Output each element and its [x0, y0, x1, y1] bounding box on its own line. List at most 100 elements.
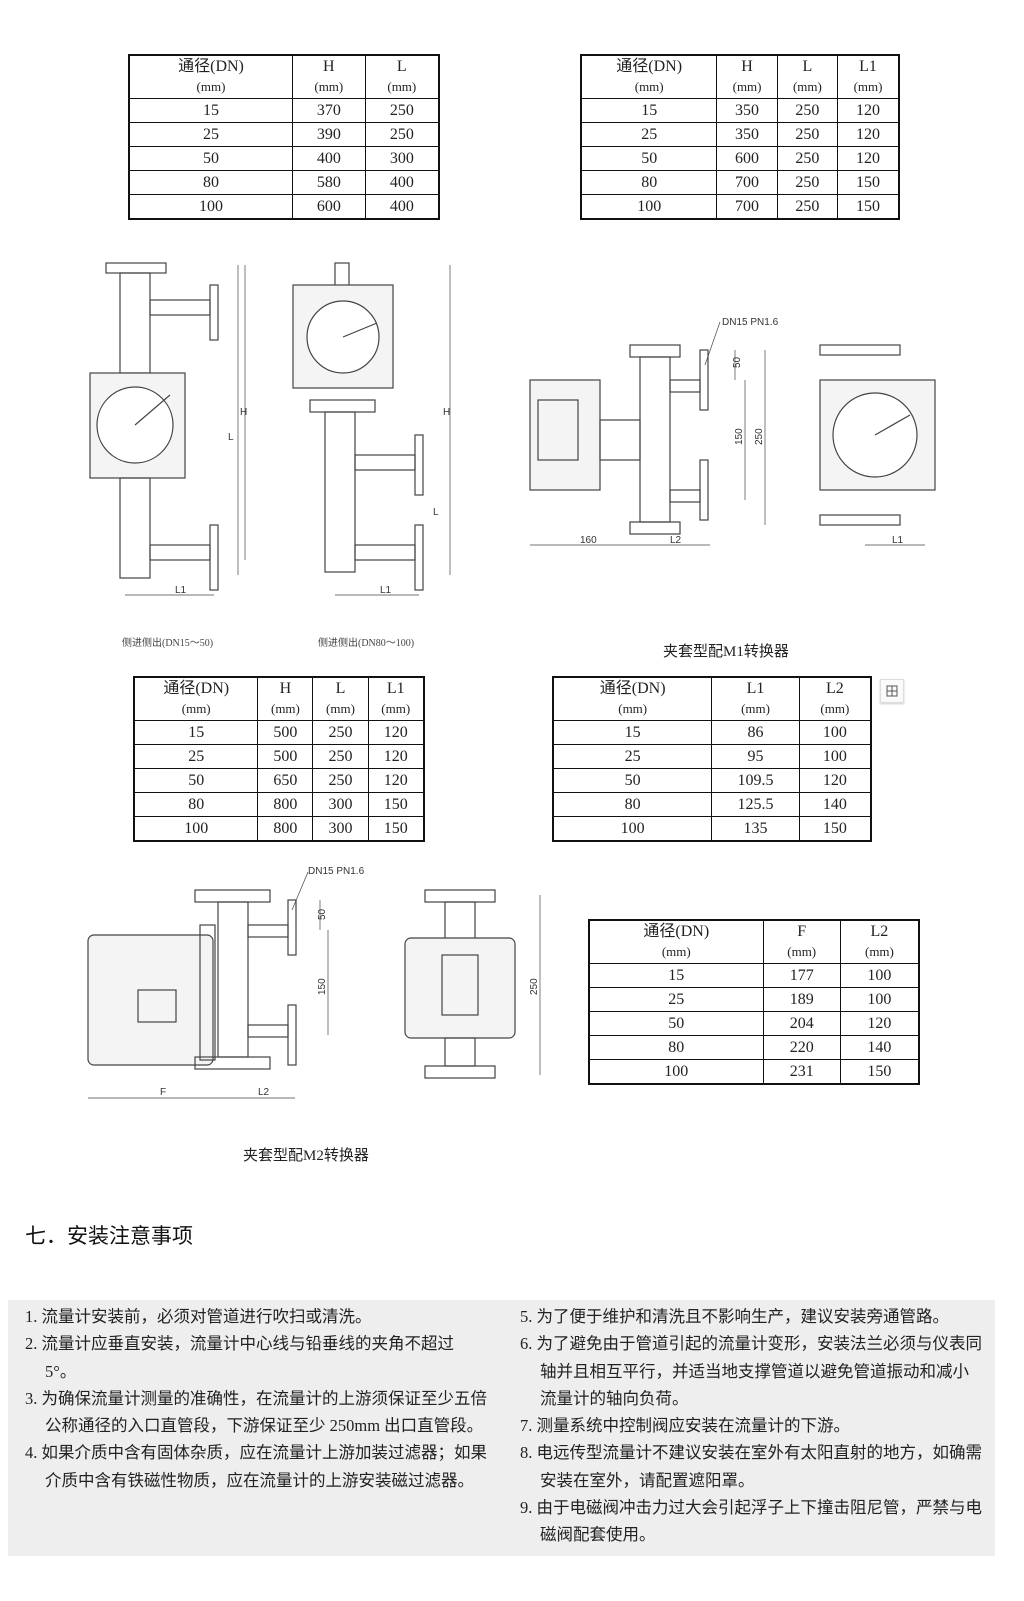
header-label: L2	[825, 680, 844, 697]
header-unit: (mm)	[270, 701, 300, 716]
table-cell: 580	[292, 170, 366, 195]
caption-m1: 夹套型配M1转换器	[663, 644, 789, 660]
header-unit: (mm)	[864, 944, 894, 959]
table-cell: 350	[716, 122, 778, 147]
table-cell: 250	[776, 122, 839, 147]
table-cell: 15	[552, 720, 713, 745]
header-label: 通径(DN)	[643, 923, 710, 940]
table-cell: 109.5	[711, 768, 800, 793]
table-cell: 650	[257, 768, 314, 793]
table-cell: 86	[711, 720, 800, 745]
drawing-m1: DN15 PN1.6 50 150 250 160 L2 L1	[529, 317, 936, 546]
table-cell: 120	[837, 146, 900, 171]
table-cell: 120	[367, 720, 425, 745]
column-header: H(mm)	[716, 54, 778, 99]
header-label: L1	[386, 680, 405, 697]
table-cell: 700	[716, 170, 778, 195]
header-unit: (mm)	[618, 701, 648, 716]
table-cell: 15	[133, 720, 259, 745]
column-header: L2(mm)	[798, 676, 872, 721]
table-cell: 150	[839, 1059, 920, 1085]
note-item: 5. 为了便于维护和清洗且不影响生产，建议安装旁通管路。	[520, 1307, 949, 1326]
header-label: L1	[859, 58, 877, 75]
table-cell: 150	[837, 194, 900, 220]
drawing-m2: DN15 PN1.6 50 150 250 F L2	[87, 866, 541, 1099]
table-cell: 250	[312, 720, 369, 745]
table-cell: 100	[580, 194, 718, 220]
table-cell: 25	[588, 987, 764, 1012]
table-cell: 250	[776, 194, 839, 220]
header-unit: (mm)	[326, 701, 355, 716]
table-cell: 100	[839, 987, 920, 1012]
column-header: H(mm)	[257, 676, 314, 721]
table-cell: 400	[364, 170, 440, 195]
table-cell: 100	[798, 720, 872, 745]
table-cell: 300	[364, 146, 440, 171]
dim-dn: DN15 PN1.6	[722, 317, 779, 328]
dim-l2: L2	[670, 535, 682, 546]
section-heading: 七．安装注意事项	[25, 1224, 193, 1248]
notes-left-column: 1. 流量计安装前，必须对管道进行吹扫或清洗。2. 流量计应垂直安装，流量计中心…	[25, 1303, 487, 1494]
table-cell: 100	[588, 1059, 764, 1085]
header-unit: (mm)	[787, 944, 817, 959]
table-cell: 25	[580, 122, 718, 147]
table-cell: 25	[552, 744, 713, 769]
dim-50: 50	[317, 908, 328, 920]
table-header-row: 通径(DN)(mm)H(mm)L(mm)L1(mm)	[580, 54, 900, 99]
table-cell: 800	[257, 816, 314, 842]
table-header-row: 通径(DN)(mm)H(mm)L(mm)	[128, 54, 440, 99]
table-cell: 250	[776, 98, 839, 123]
column-header: L2 (mm)	[839, 919, 920, 964]
table-cell: 50	[133, 768, 259, 793]
dim-l: L	[228, 432, 234, 443]
header-label: 通径(DN)	[178, 58, 244, 75]
table-cell: 15	[580, 98, 718, 123]
table-cell: 150	[837, 170, 900, 195]
table-cell: 250	[364, 98, 440, 123]
dim-250: 250	[754, 428, 765, 445]
table-cell: 800	[257, 792, 314, 817]
table-cell: 50	[552, 768, 713, 793]
header-unit: (mm)	[741, 701, 770, 716]
table-header-row: 通径(DN)(mm)L1(mm)L2(mm)	[552, 676, 872, 721]
table-cell: 231	[762, 1059, 841, 1085]
table-cell: 140	[798, 792, 872, 817]
notes-right-column: 5. 为了便于维护和清洗且不影响生产，建议安装旁通管路。6. 为了避免由于管道引…	[520, 1303, 982, 1549]
dim-250: 250	[529, 978, 540, 995]
table-cell: 100	[798, 744, 872, 769]
header-label: H	[741, 58, 753, 75]
table-cell: 80	[128, 170, 293, 195]
table-cell: 189	[762, 987, 841, 1012]
column-header: 通径(DN) (mm)	[588, 919, 764, 964]
dim-h: H	[443, 407, 450, 418]
note-item: 2. 流量计应垂直安装，流量计中心线与铅垂线的夹角不超过 5°。	[25, 1334, 454, 1381]
dim-50: 50	[732, 356, 743, 368]
header-unit: (mm)	[387, 79, 417, 94]
dim-150: 150	[317, 978, 328, 995]
table-cell: 125.5	[711, 792, 800, 817]
table-cell: 600	[716, 146, 778, 171]
table-cell: 150	[367, 816, 425, 842]
table-cell: 100	[839, 963, 920, 988]
header-unit: (mm)	[853, 79, 883, 94]
table-cell: 15	[588, 963, 764, 988]
column-header: 通径(DN)(mm)	[580, 54, 718, 99]
header-label: L2	[870, 923, 889, 940]
dim-l: L	[433, 507, 439, 518]
table-cell: 204	[762, 1011, 841, 1036]
table-cell: 50	[580, 146, 718, 171]
scan-icon[interactable]	[880, 679, 904, 703]
table-cell: 700	[716, 194, 778, 220]
header-unit: (mm)	[661, 944, 691, 959]
header-label: 通径(DN)	[163, 680, 230, 697]
table-cell: 15	[128, 98, 293, 123]
